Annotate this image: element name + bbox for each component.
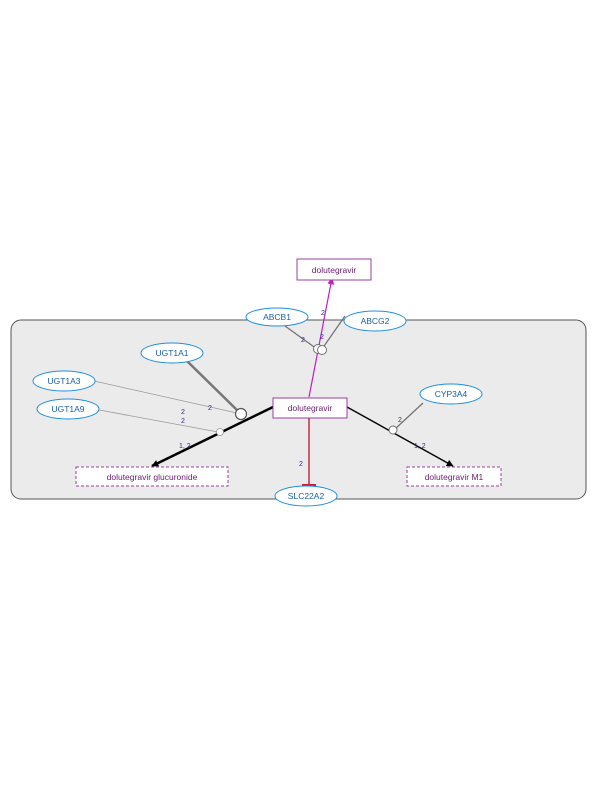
enzyme-label: ABCG2 [361,316,390,326]
metabolite-dolutegravir-extracellular[interactable]: dolutegravir [296,258,372,281]
edge-label-glucuronidation: 1, 2 [179,443,191,450]
cyp3a4-catalysis-edge [394,402,424,430]
metabolite-dolutegravir-m1[interactable]: dolutegravir M1 [406,466,502,487]
metabolite-dolutegravir[interactable]: dolutegravir [272,397,348,419]
ugt1a3-catalysis-edge [93,380,238,414]
metabolite-dolutegravir-glucuronide[interactable]: dolutegravir glucuronide [75,466,229,487]
edge-label-ugt1a1: 2 [208,405,212,412]
cyp3a4-catalysis-node [388,425,398,435]
edge-label-cyp3a4: 2 [398,417,402,424]
edge-label-ugt1a3: 2 [181,409,185,416]
enzyme-label: UGT1A9 [51,404,84,414]
abcb1-catalysis-edge [284,325,318,350]
edge-label-oxidation: 1, 2 [414,443,426,450]
enzyme-ugt1a3[interactable]: UGT1A3 [32,370,96,392]
glucuronidation-edge [151,405,274,468]
abcg2-catalysis-edge [321,315,346,350]
edge-label-ugt1a9: 2 [181,418,185,425]
ugt1a9-catalysis-edge [93,408,219,433]
enzyme-abcg2[interactable]: ABCG2 [343,310,407,332]
enzyme-label: SLC22A2 [288,491,325,501]
ugt1a1-catalysis-node [234,407,248,421]
enzyme-ugt1a9[interactable]: UGT1A9 [36,398,100,420]
enzyme-label: UGT1A1 [155,348,188,358]
metabolite-label: dolutegravir glucuronide [107,472,198,482]
ugt1a9-catalysis-node [216,428,224,436]
edge-label-abcb1: 2 [301,337,305,344]
enzyme-cyp3a4[interactable]: CYP3A4 [419,383,483,405]
metabolite-label: dolutegravir [288,403,333,413]
enzyme-label: UGT1A3 [47,376,80,386]
metabolite-label: dolutegravir [312,265,357,275]
enzyme-abcb1[interactable]: ABCB1 [245,307,309,327]
abcg2-catalysis-node [317,345,327,355]
metabolite-label: dolutegravir M1 [425,472,484,482]
enzyme-label: CYP3A4 [435,389,468,399]
ugt1a1-catalysis-edge [186,360,241,414]
enzyme-slc22a2[interactable]: SLC22A2 [274,485,338,507]
enzyme-label: ABCB1 [263,312,291,322]
oxidation-edge [346,406,454,467]
edge-label-slc22a2: 2 [299,461,303,468]
edge-label-abcg2: 2 [320,334,324,341]
edge-label-transport: 2 [321,310,325,317]
transport-edge [308,277,335,398]
enzyme-ugt1a1[interactable]: UGT1A1 [140,342,204,364]
